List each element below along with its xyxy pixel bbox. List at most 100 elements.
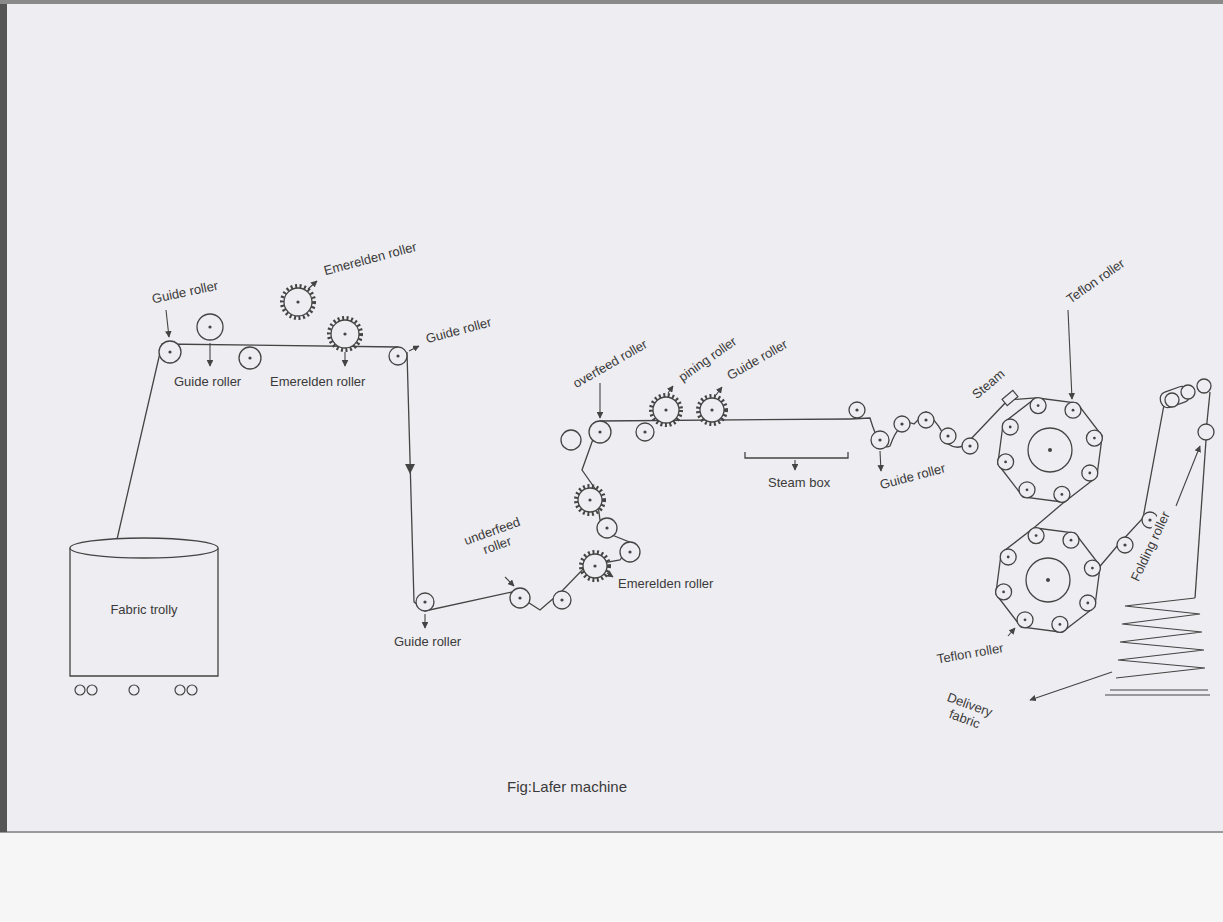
guide-roller bbox=[620, 542, 640, 562]
label-holder: Teflon roller bbox=[1061, 253, 1130, 309]
teflon-roller bbox=[1000, 549, 1016, 565]
leader-line bbox=[344, 352, 345, 366]
folding-roller bbox=[1165, 393, 1179, 407]
roller-centre bbox=[1024, 618, 1027, 621]
node-text: Fabric trolly bbox=[110, 602, 177, 617]
teflon-roller bbox=[996, 398, 1103, 633]
roller-centre bbox=[1026, 488, 1029, 491]
roller-centre bbox=[878, 438, 881, 441]
leader-line bbox=[607, 573, 613, 577]
leader-line bbox=[599, 383, 600, 418]
roller-centre bbox=[1061, 493, 1064, 496]
part-label: Guide roller bbox=[392, 635, 463, 650]
roller-centre bbox=[1148, 518, 1151, 521]
guide-roller bbox=[849, 402, 865, 418]
teflon-roller bbox=[1086, 430, 1102, 446]
emery-roller bbox=[284, 288, 724, 578]
guide-roller bbox=[1117, 537, 1133, 553]
roller-centre bbox=[1086, 602, 1089, 605]
roller-centre bbox=[598, 430, 601, 433]
roller-centre bbox=[628, 550, 631, 553]
label-holder: overfeed roller bbox=[568, 334, 652, 393]
roller-centre bbox=[1004, 461, 1007, 464]
paper-ground bbox=[0, 0, 1223, 832]
roller-centre bbox=[168, 325, 1151, 603]
label-holder: Guide roller bbox=[876, 458, 949, 494]
paper-ground bbox=[0, 0, 1223, 4]
leader-line bbox=[409, 346, 419, 351]
label-holder: Teflon roller bbox=[933, 638, 1006, 668]
teflon-roller bbox=[1030, 398, 1046, 414]
guide-roller bbox=[636, 423, 654, 441]
roller-centre bbox=[1046, 578, 1050, 582]
roller-centre bbox=[396, 354, 399, 357]
leader-line bbox=[209, 343, 210, 366]
emery-roller bbox=[700, 398, 724, 422]
guide-roller bbox=[940, 428, 956, 444]
figure-caption: Fig:Lafer machine bbox=[505, 778, 629, 795]
roller-centre bbox=[1093, 437, 1096, 440]
roller-centre bbox=[560, 598, 563, 601]
folded-fabric bbox=[1105, 694, 1210, 695]
emery-roller bbox=[284, 288, 312, 316]
emery-roller-teeth bbox=[651, 395, 681, 425]
trolley-outline bbox=[70, 548, 218, 676]
guide-roller bbox=[239, 347, 261, 369]
fabric-path bbox=[996, 528, 1100, 632]
folding-roller bbox=[1198, 424, 1214, 440]
roller-centre bbox=[168, 350, 171, 353]
emery-roller-teeth bbox=[282, 286, 726, 580]
trolley-wheel bbox=[75, 685, 85, 695]
label-holder: Emerelden roller bbox=[616, 574, 715, 592]
emery-roller bbox=[331, 320, 359, 348]
teflon-roller bbox=[1026, 558, 1070, 602]
teflon-roller bbox=[1080, 595, 1096, 611]
label-holder: Guide roller bbox=[148, 275, 221, 307]
roller-centre bbox=[1037, 404, 1040, 407]
teflon-roller bbox=[1052, 616, 1068, 632]
roller-centre bbox=[605, 526, 608, 529]
teflon-roller bbox=[1028, 528, 1044, 544]
roller-centre bbox=[1002, 591, 1005, 594]
trolley-rim bbox=[70, 538, 218, 558]
guide-roller bbox=[553, 591, 571, 609]
paper-ground bbox=[0, 0, 7, 832]
part-label: Guide roller bbox=[172, 375, 243, 390]
emery-roller-teeth bbox=[698, 396, 726, 424]
roller-centre bbox=[1059, 623, 1062, 626]
roller-centre bbox=[593, 564, 596, 567]
roller-centre bbox=[664, 408, 667, 411]
part-label: Delivery fabric bbox=[930, 687, 1004, 738]
steam-nozzle bbox=[1002, 390, 1018, 405]
part-label: Steam bbox=[968, 366, 1009, 404]
caption-holder: Fig:Lafer machine bbox=[505, 778, 629, 796]
emery-roller bbox=[583, 554, 607, 578]
part-label: Guide roller bbox=[422, 315, 495, 348]
guide-roller bbox=[159, 341, 181, 363]
guide-roller bbox=[918, 412, 934, 428]
guide-roller bbox=[416, 593, 434, 611]
trolley-wheel bbox=[187, 685, 197, 695]
guide-roller bbox=[894, 416, 910, 432]
roller-centre bbox=[1009, 426, 1012, 429]
roller-centre bbox=[296, 300, 299, 303]
fabric-path bbox=[1034, 502, 1064, 528]
guide-roller bbox=[510, 588, 530, 608]
label-holder: Guide roller bbox=[392, 632, 463, 650]
guide-roller bbox=[561, 430, 581, 450]
teflon-roller bbox=[1084, 560, 1100, 576]
roller-centre bbox=[1070, 539, 1073, 542]
teflon-roller bbox=[996, 584, 1012, 600]
roller-centre bbox=[1072, 409, 1075, 412]
roller-centre bbox=[518, 596, 521, 599]
guide-roller bbox=[962, 438, 978, 454]
label-holder: underfeed roller bbox=[457, 513, 533, 565]
roller-centre bbox=[1002, 404, 1096, 626]
part-label: Guide roller bbox=[876, 461, 949, 494]
roller-centre bbox=[248, 356, 251, 359]
paper-ground bbox=[0, 831, 1223, 833]
roller-centre bbox=[423, 600, 426, 603]
part-label: Emerelden roller bbox=[616, 577, 715, 592]
part-label: underfeed roller bbox=[457, 513, 533, 565]
roller-centre bbox=[343, 332, 346, 335]
